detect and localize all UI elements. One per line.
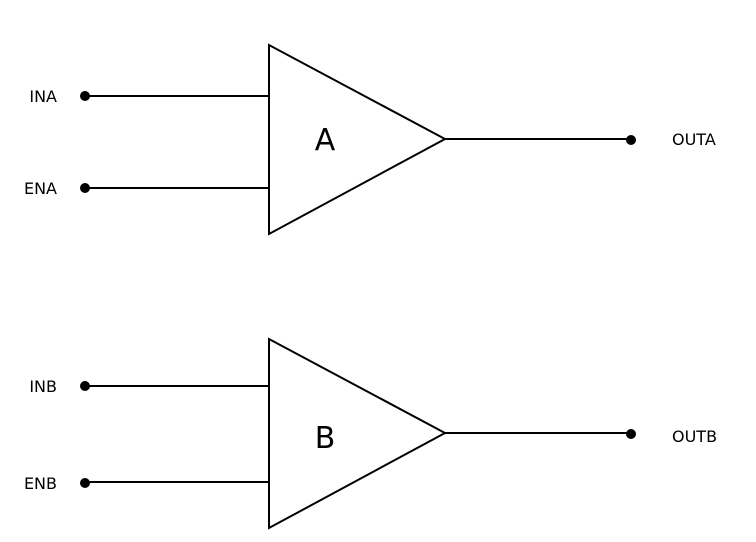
pin-label-ina: INA bbox=[29, 87, 57, 106]
amplifier-label-b: B bbox=[315, 421, 336, 456]
terminal-ena bbox=[80, 183, 90, 193]
pin-label-ena: ENA bbox=[24, 179, 57, 198]
pin-label-inb: INB bbox=[29, 377, 57, 396]
terminal-outb bbox=[626, 429, 636, 439]
amplifier-label-a: A bbox=[315, 123, 336, 158]
amplifier-a: INA ENA A OUTA bbox=[24, 43, 716, 236]
terminal-enb bbox=[80, 478, 90, 488]
pin-label-outa: OUTA bbox=[672, 130, 716, 149]
terminal-outa bbox=[626, 135, 636, 145]
amplifier-triangle-b bbox=[268, 337, 448, 530]
pin-label-enb: ENB bbox=[24, 474, 57, 493]
pin-label-outb: OUTB bbox=[672, 427, 717, 446]
terminal-ina bbox=[80, 91, 90, 101]
amplifier-b: INB ENB B OUTB bbox=[24, 337, 717, 530]
amplifier-triangle-a bbox=[268, 43, 448, 236]
terminal-inb bbox=[80, 381, 90, 391]
